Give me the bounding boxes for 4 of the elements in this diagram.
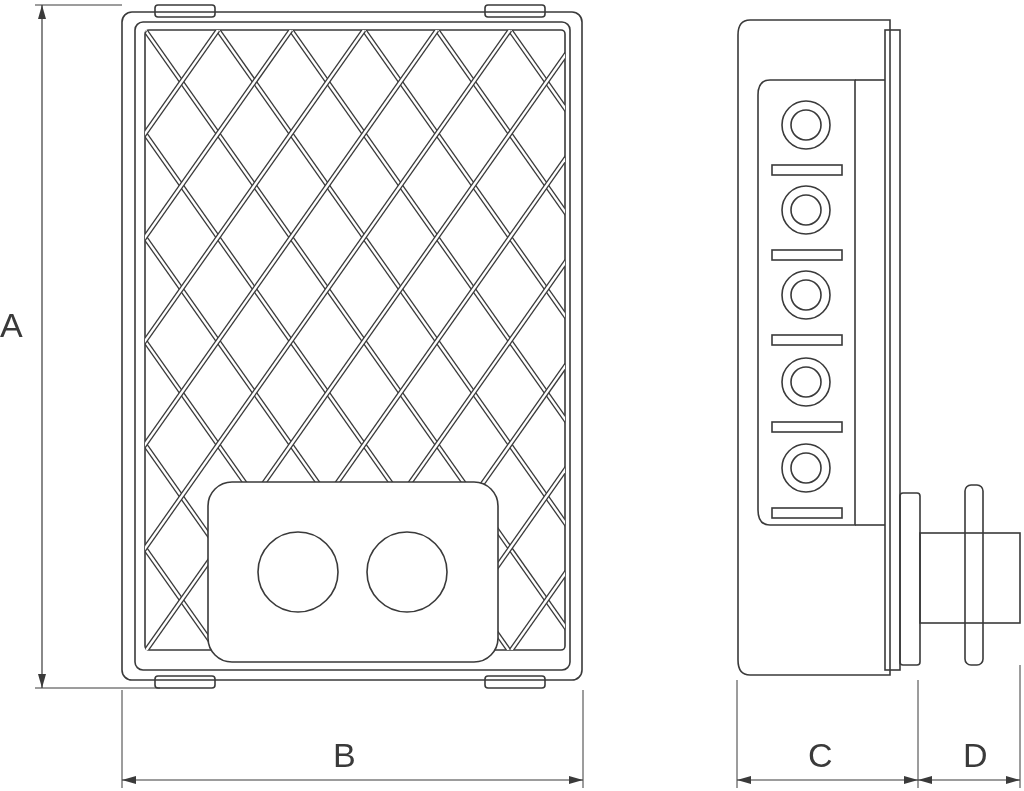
dimension-label: B — [333, 738, 356, 772]
dimension-label: D — [963, 738, 988, 772]
dimension-label: A — [0, 308, 23, 342]
dimension-label: C — [808, 738, 833, 772]
